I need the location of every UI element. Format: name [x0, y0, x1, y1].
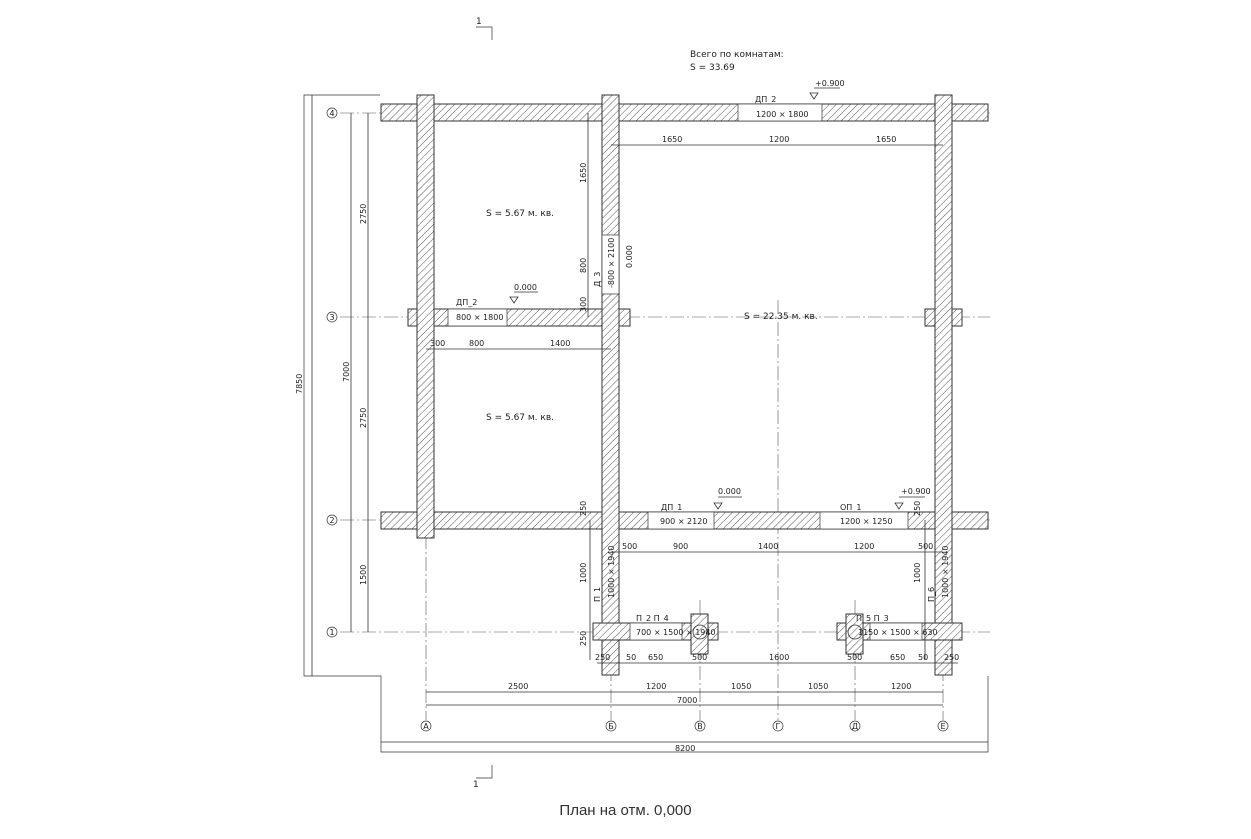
- axis-row-2: 2: [329, 516, 334, 525]
- dim-mid-2: 800: [469, 339, 484, 348]
- dim-vert-right-1: 250: [913, 501, 922, 516]
- dim-left-1: 2750: [359, 204, 368, 224]
- summary-title: Всего по комнатам:: [690, 50, 784, 60]
- dimension-lines: [311, 95, 988, 743]
- axis-col-v: В: [697, 722, 703, 731]
- dp2-top-name: ДП_2: [755, 95, 776, 104]
- dim-left-7000: 7000: [342, 362, 351, 382]
- axis-col-d: Д: [852, 722, 858, 731]
- section-mark-bottom: 1: [473, 780, 479, 790]
- floor-plan: 4 3 2 1 А Б В Г Д Е 1 1 Всего по комната…: [295, 17, 990, 790]
- opening-labels: ДП_2 1200 × 1800 +0.900 ДП_2 800 × 1800 …: [456, 79, 950, 637]
- dimension-texts: 1650 1200 1650 300 800 1400 500 900 1400…: [295, 135, 959, 753]
- dp2-left-level: 0.000: [514, 283, 537, 292]
- dim-row2-1: 500: [622, 542, 637, 551]
- dim-left-2: 2750: [359, 408, 368, 428]
- dp1-right-name: ОП_1: [840, 503, 861, 512]
- side-left-name: П_1: [593, 587, 602, 602]
- dim-row1-5: 1600: [769, 653, 789, 662]
- post-d: [845, 613, 864, 655]
- dim-overall: 8200: [675, 744, 695, 753]
- dp2-left-name: ДП_2: [456, 298, 477, 307]
- dim-row2-2: 900: [673, 542, 688, 551]
- p2p4-size: 700 × 1500 × 1940: [636, 628, 716, 637]
- axis-row-3: 3: [329, 313, 334, 322]
- dim-vert-d3-1: 1650: [579, 163, 588, 183]
- row-axis-markers: 4 3 2 1: [326, 107, 338, 638]
- dim-bottom-2: 1200: [646, 682, 666, 691]
- p2p4-name: П_2 П_4: [636, 614, 669, 623]
- dim-bottom-5: 1200: [891, 682, 911, 691]
- dim-row1-6: 500: [847, 653, 862, 662]
- dim-mid-3: 1400: [550, 339, 570, 348]
- dim-vert-d3-2: 800: [579, 258, 588, 273]
- post-v: [690, 613, 709, 655]
- dim-row2-3: 1400: [758, 542, 778, 551]
- dim-bottom-3: 1050: [731, 682, 751, 691]
- dp1-left-size: 900 × 2120: [660, 517, 707, 526]
- dim-left-3: 1500: [359, 565, 368, 585]
- dim-mid-1: 300: [430, 339, 445, 348]
- section-mark-top: 1: [476, 17, 482, 27]
- dim-row1-2: 50: [626, 653, 636, 662]
- dim-top-1: 1650: [662, 135, 682, 144]
- axis-row-4: 4: [329, 109, 334, 118]
- room-area-bottom-left: S = 5.67 м. кв.: [486, 413, 554, 423]
- p5p3-size: 1150 × 1500 × 630: [858, 628, 938, 637]
- dp1-right-size: 1200 × 1250: [840, 517, 893, 526]
- wall-col-a: [416, 94, 435, 539]
- d3-name: Д_3: [593, 272, 602, 287]
- side-left-size: 1000 × 1940: [607, 545, 616, 598]
- wall-row3-left: [407, 308, 631, 327]
- axis-col-b: Б: [608, 722, 614, 731]
- room-area-main: S = 22.35 м. кв.: [744, 312, 818, 322]
- dim-row2-5: 500: [918, 542, 933, 551]
- summary-value: S = 33.69: [690, 63, 735, 73]
- dim-top-3: 1650: [876, 135, 896, 144]
- dim-bottom-total: 7000: [677, 696, 697, 705]
- dim-row1-7: 650: [890, 653, 905, 662]
- dp2-top-size: 1200 × 1800: [756, 110, 809, 119]
- walls: [380, 94, 989, 676]
- dim-vert-d3-3: 300: [579, 297, 588, 312]
- dim-top-2: 1200: [769, 135, 789, 144]
- dim-row1-1: 250: [595, 653, 610, 662]
- dim-row2-4: 1200: [854, 542, 874, 551]
- dp2-top-level: +0.900: [815, 79, 845, 88]
- dp2-left-size: 800 × 1800: [456, 313, 503, 322]
- dim-vert-small-2: 1000: [579, 563, 588, 583]
- axis-col-g: Г: [776, 722, 781, 731]
- dim-vert-right-2: 1000: [913, 563, 922, 583]
- dim-row1-9: 250: [944, 653, 959, 662]
- dim-bottom-4: 1050: [808, 682, 828, 691]
- outline: [303, 94, 989, 753]
- col-axis-markers: А Б В Г Д Е: [420, 720, 949, 732]
- axis-col-a: А: [423, 722, 429, 731]
- dim-row1-8: 50: [918, 653, 928, 662]
- axis-row-1: 1: [329, 628, 334, 637]
- dim-bottom-1: 2500: [508, 682, 528, 691]
- dim-left-7850: 7850: [295, 374, 304, 394]
- plan-caption: План на отм. 0,000: [559, 802, 692, 819]
- dim-vert-small-3: 250: [579, 631, 588, 646]
- section-marks: 1 1: [473, 17, 493, 790]
- openings: [447, 103, 923, 641]
- dp1-left-level: 0.000: [718, 487, 741, 496]
- side-right-name: П_6: [927, 587, 936, 602]
- d3-level: 0.000: [625, 245, 634, 268]
- wall-top: [380, 103, 989, 122]
- dim-row1-3: 650: [648, 653, 663, 662]
- dp1-left-name: ДП_1: [661, 503, 682, 512]
- p5p3-name: П_5 П_3: [856, 614, 889, 623]
- wall-col-e: [934, 94, 953, 676]
- dp1-right-level: +0.900: [901, 487, 931, 496]
- side-right-size: 1000 × 1940: [941, 545, 950, 598]
- room-area-top-left: S = 5.67 м. кв.: [486, 209, 554, 219]
- axis-col-e: Е: [940, 722, 945, 731]
- d3-size: -800 × 2100: [607, 238, 616, 288]
- dim-row1-4: 500: [692, 653, 707, 662]
- dim-vert-small-1: 250: [579, 501, 588, 516]
